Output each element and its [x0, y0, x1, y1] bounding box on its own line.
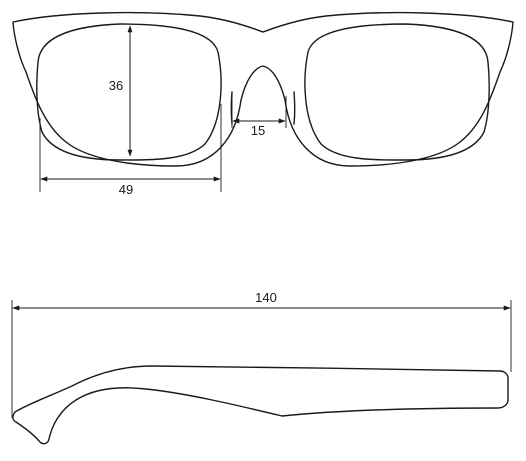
lens-height-label: 36: [109, 78, 123, 93]
temple-length-label: 140: [255, 290, 277, 305]
temple-arm: [12, 365, 509, 445]
bridge-width-label: 15: [251, 123, 265, 138]
lens-width-label: 49: [119, 182, 133, 197]
frame-outline: [12, 11, 514, 167]
left-lens: [36, 23, 222, 161]
side-view: 140: [11, 290, 512, 445]
right-lens: [304, 23, 490, 161]
right-nose-pad: [293, 91, 296, 125]
front-view: 36 15 49: [12, 11, 514, 197]
